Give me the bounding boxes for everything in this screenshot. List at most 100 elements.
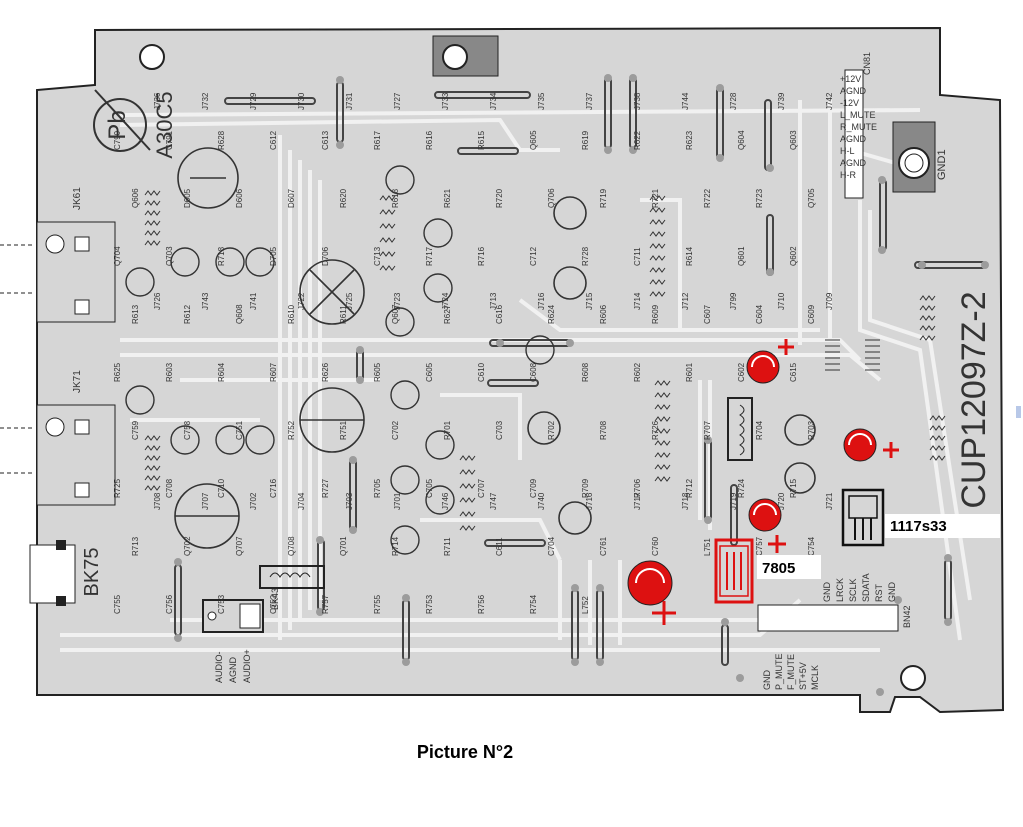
component-label: R605 <box>373 362 382 382</box>
component-label: C711 <box>633 247 642 266</box>
jumper-label: J704 <box>297 492 306 510</box>
resistor-symbol <box>654 428 671 434</box>
bk43-audio-connector: BK43 AUDIO- AGND AUDIO+ <box>202 588 280 683</box>
component-label: C756 <box>165 594 174 614</box>
component-label: Q603 <box>789 130 798 150</box>
resistor-symbol <box>649 207 666 213</box>
resistor-symbol <box>459 497 476 503</box>
jumper-label: J729 <box>249 92 258 110</box>
resistor-symbol <box>654 452 671 458</box>
resistor-symbol <box>459 483 476 489</box>
component-label: C791 <box>165 130 174 150</box>
transistor-outline <box>245 247 275 277</box>
component-label: C710 <box>217 478 226 498</box>
cn81-pin-label: R_MUTE <box>840 122 877 132</box>
resistor-symbol <box>144 230 161 236</box>
resistor-symbol <box>929 455 946 461</box>
component-label: Q606 <box>131 188 140 208</box>
pads <box>174 74 989 696</box>
component-label: R713 <box>131 536 140 556</box>
component-label: C790 <box>113 130 122 150</box>
ic-pin-fan <box>825 339 880 371</box>
transistor-outline <box>423 218 453 248</box>
component-label: R625 <box>113 362 122 382</box>
pb-free-logo: Pb A30C5 <box>93 89 177 159</box>
transistor-outline <box>170 247 200 277</box>
component-label: R705 <box>373 478 382 498</box>
component-label: R753 <box>425 594 434 614</box>
component-label: C704 <box>547 536 556 556</box>
resistor-symbol <box>379 265 396 271</box>
component-label: Q601 <box>737 246 746 266</box>
transistor-outline <box>385 307 415 337</box>
jumper-label: J799 <box>729 292 738 310</box>
audio-pin-1: AUDIO- <box>214 651 224 683</box>
component-label: R717 <box>425 246 434 266</box>
jumper-label: J735 <box>537 92 546 110</box>
cn81-pin-label: H-L <box>840 146 855 156</box>
transistor-outline <box>390 525 420 555</box>
component-label: R606 <box>599 304 608 324</box>
component-label: R754 <box>529 594 538 614</box>
component-label: C605 <box>425 362 434 382</box>
resistor-symbol <box>379 223 396 229</box>
component-label: C707 <box>477 478 486 498</box>
bn42-bottom-pin-label: P_MUTE <box>774 653 784 690</box>
bn42-pin-label: LRCK <box>835 578 845 602</box>
component-label: Q706 <box>547 188 556 208</box>
transistor-outline <box>390 465 420 495</box>
jumper-label: J702 <box>249 492 258 510</box>
component-label: R719 <box>599 188 608 208</box>
component-label: C709 <box>529 478 538 498</box>
component-label: C759 <box>131 420 140 440</box>
resistor-symbol <box>929 415 946 421</box>
component-label: Q608 <box>235 304 244 324</box>
audio-pin-3: AUDIO+ <box>242 649 252 683</box>
jumper-label: J721 <box>825 492 834 510</box>
jumper-label: J738 <box>633 92 642 110</box>
component-label: R616 <box>425 130 434 150</box>
hole-top-left <box>139 44 165 70</box>
regulator-5v-label: 7805 <box>762 560 795 577</box>
component-label: R751 <box>339 420 348 440</box>
jumper-label: J739 <box>777 92 786 110</box>
cn81-label: CN81 <box>862 52 872 75</box>
resistor-symbol <box>379 237 396 243</box>
resistor-symbol <box>144 210 161 216</box>
resistor-symbol <box>654 440 671 446</box>
component-label: R712 <box>685 478 694 498</box>
transistor-group <box>125 165 555 555</box>
resistor-symbol <box>144 445 161 451</box>
jumper-label: J715 <box>585 292 594 310</box>
jumper-label: J719 <box>729 492 738 510</box>
component-label: R752 <box>287 420 296 440</box>
component-label: Q705 <box>807 188 816 208</box>
jumper-label: J740 <box>537 492 546 510</box>
transistor-outline <box>525 335 555 365</box>
bn42-pin-label: GND <box>887 582 897 603</box>
component-label: Q604 <box>737 130 746 150</box>
jumper-label: J718 <box>681 492 690 510</box>
component-label: R627 <box>443 304 452 324</box>
transistor-outline <box>125 385 155 415</box>
resistor-symbol <box>654 464 671 470</box>
component-label: R756 <box>477 594 486 614</box>
component-label: R624 <box>547 304 556 324</box>
component-label: R757 <box>321 594 330 614</box>
cn81-pin-label: H-R <box>840 170 856 180</box>
jk71-label: JK71 <box>72 370 83 393</box>
bn42-pin-label: RST <box>874 583 884 602</box>
transistor-outline <box>425 485 455 515</box>
large-capacitors <box>174 147 816 549</box>
pb-mark: Pb <box>104 110 131 139</box>
transistor-outline <box>425 430 455 460</box>
bn42-label: BN42 <box>902 605 912 628</box>
component-label: R612 <box>183 304 192 324</box>
resistor-symbol <box>919 315 936 321</box>
jumper-label: J731 <box>345 92 354 110</box>
component-label: R706 <box>633 478 642 498</box>
jumper-label: J720 <box>777 492 786 510</box>
